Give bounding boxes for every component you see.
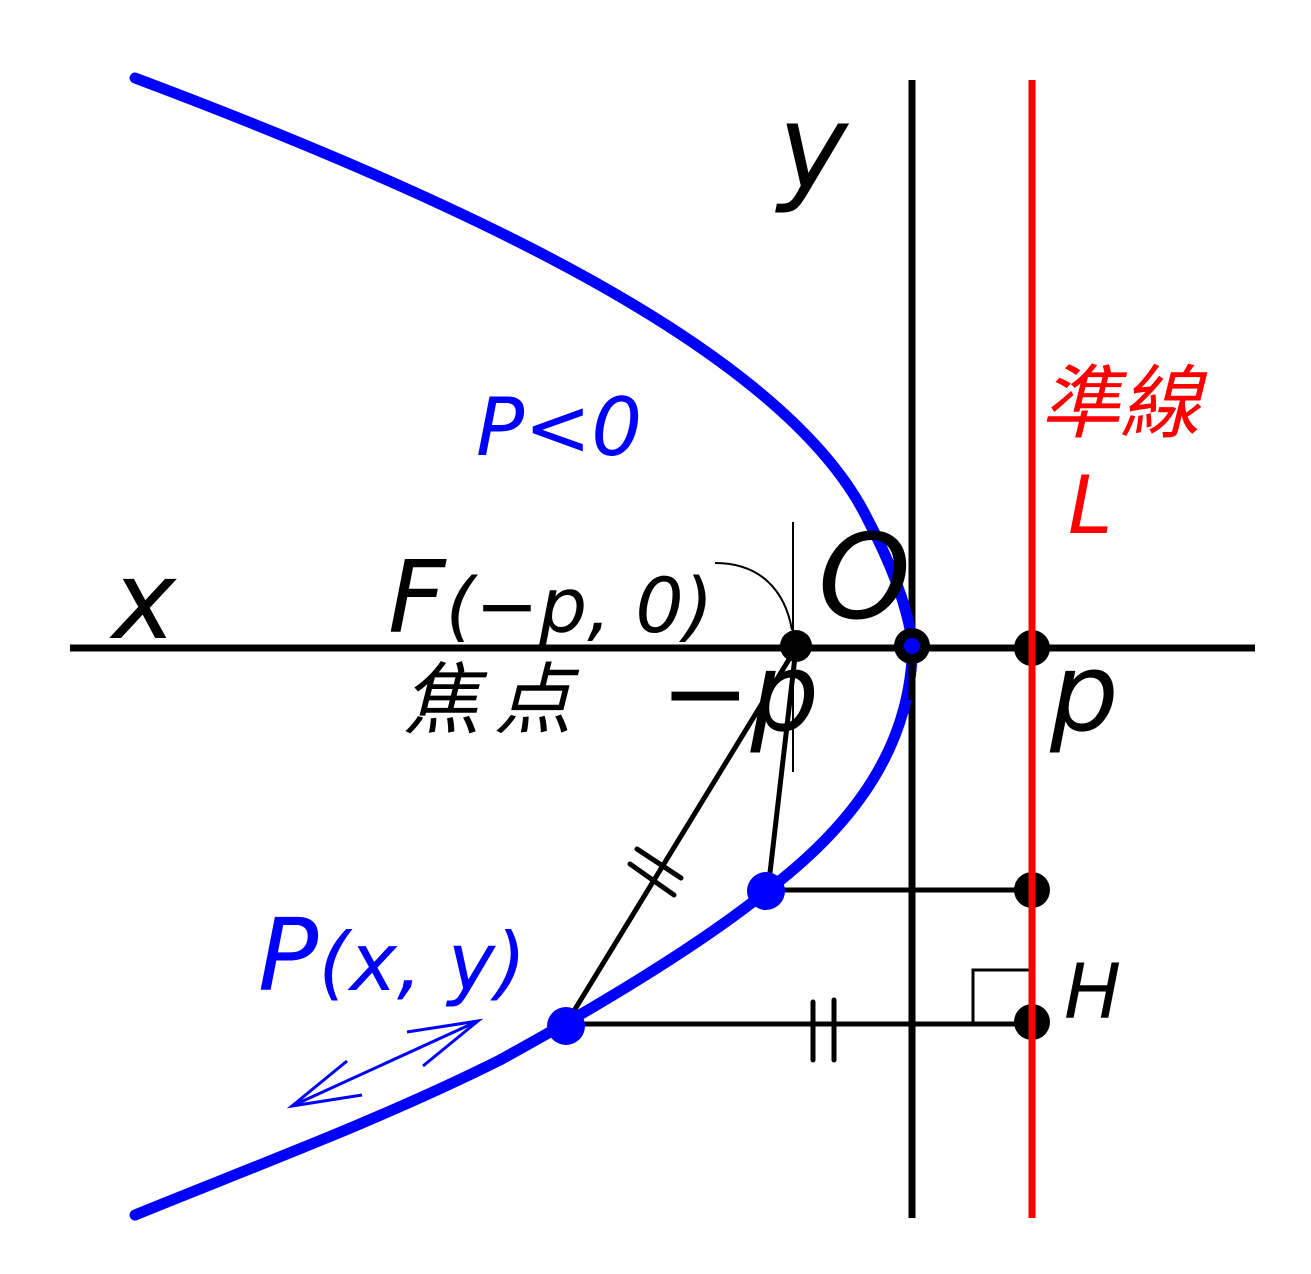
- origin-label: O: [818, 508, 911, 646]
- parabola-curve: [129, 72, 918, 1221]
- directrix-name-label: L: [1068, 459, 1113, 552]
- equal-mark-pf-2: [627, 861, 677, 898]
- focus-coords: (−p, 0): [445, 561, 714, 650]
- pos-p-label: p: [1050, 631, 1119, 756]
- right-angle-mark: [971, 968, 1030, 1024]
- vertex-point: [904, 638, 920, 654]
- motion-arrow-icon: [286, 1018, 484, 1109]
- focus-letter: F: [388, 539, 446, 656]
- x-axis-label: x: [112, 539, 176, 664]
- focus-jp-label: 焦点: [402, 656, 587, 746]
- point-P-letter: P: [258, 897, 319, 1014]
- point-P-coords: (x, y): [318, 916, 527, 1009]
- focus-point: [780, 630, 812, 662]
- foot-H-label: H: [1064, 947, 1122, 1036]
- point-P-upper: [747, 872, 785, 910]
- y-axis-label: y: [778, 78, 848, 216]
- point-P: [547, 1007, 585, 1045]
- condition-label: P<0: [476, 381, 643, 474]
- directrix-jp-label: 準線: [1040, 357, 1200, 450]
- neg-p-label: −p: [660, 631, 820, 756]
- segment-PF-lower: [563, 646, 799, 1026]
- focus-leader-curve: [714, 562, 793, 631]
- segment-PF-upper: [765, 647, 799, 891]
- point-P-label: P(x, y): [258, 906, 526, 1006]
- equal-mark-pf-1: [634, 846, 684, 881]
- focus-label: F(−p, 0): [388, 548, 713, 648]
